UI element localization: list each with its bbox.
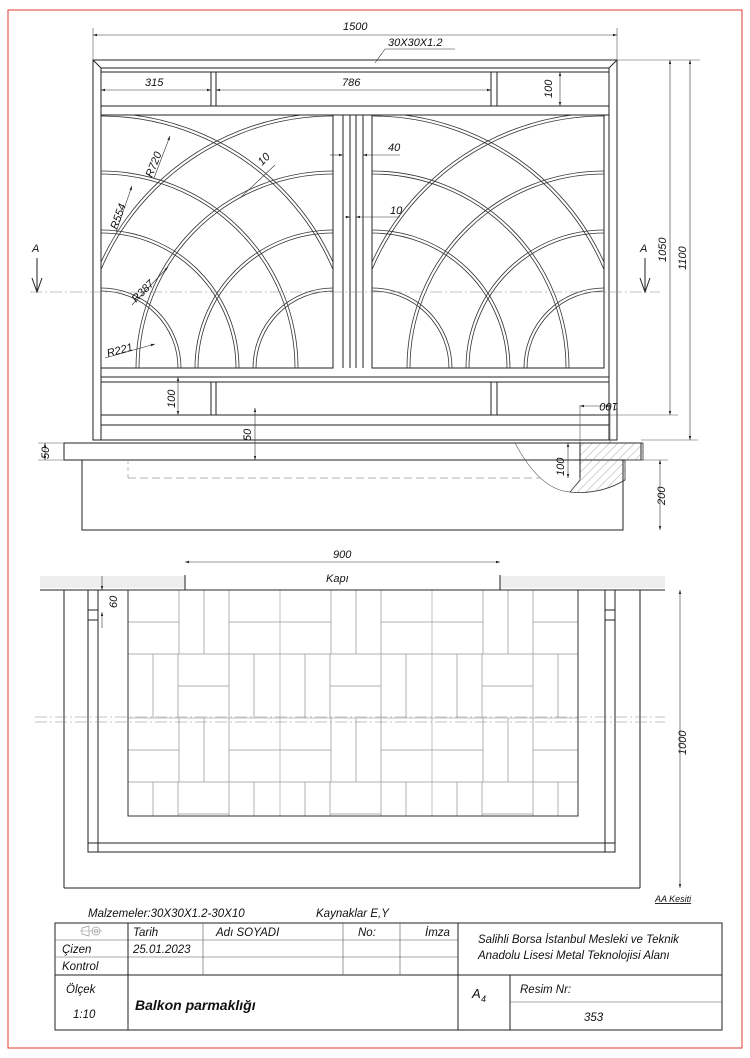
drawing-label: Çizen	[62, 944, 91, 956]
dim-middle-cell: 786	[342, 77, 361, 89]
drawing-label: Adı SOYADI	[215, 927, 280, 939]
projection-symbol-icon	[80, 925, 102, 937]
drawing-label: Anadolu Lisesi Metal Teknolojisi Alanı	[477, 950, 670, 962]
drawing-label: A	[471, 986, 481, 1001]
drawing-label: İmza	[425, 927, 450, 939]
dim-base-200: 200	[656, 486, 668, 506]
profile-label: 30X30X1.2	[388, 37, 442, 49]
drawing-title: Balkon parmaklığı	[135, 997, 256, 1013]
page-border	[7, 9, 743, 1049]
drawing-label: A	[639, 243, 647, 255]
dim-overall-width: 1500	[343, 21, 368, 33]
drawing-label: Tarih	[133, 927, 158, 939]
dim-door-width: 900	[333, 549, 352, 561]
drawing-label: Salihli Borsa İstanbul Mesleki ve Teknik	[478, 934, 680, 946]
dim-gap-50: 50	[242, 428, 254, 441]
materials-note: Malzemeler:30X30X1.2-30X10	[88, 908, 245, 920]
front-view: 100 100 200 A A 1500 30X30X1.2 315 786 1…	[30, 21, 700, 531]
title-block: Malzemeler:30X30X1.2-30X10 Kaynaklar E,Y…	[54, 908, 723, 1031]
drawing-label: 4	[481, 994, 486, 1004]
drawing-number: 353	[584, 1012, 604, 1024]
dim-post-gap: 10	[390, 205, 403, 217]
door-label: Kapı	[326, 573, 349, 585]
drawing-label: Ölçek	[66, 984, 97, 996]
dim-bottom-rail: 100	[166, 389, 178, 408]
drawing-label: A	[31, 243, 39, 255]
drawing-label: No:	[358, 927, 376, 939]
dim-height-1100: 1100	[677, 245, 689, 270]
dim-anchor-100-h: 100	[599, 400, 618, 412]
dim-top-rail: 100	[543, 79, 555, 98]
dim-r221: R221	[106, 342, 135, 360]
drawing-label: Kontrol	[62, 961, 99, 973]
dim-r387: R387	[130, 277, 158, 305]
drawing-label: 25.01.2023	[132, 944, 191, 956]
dim-depth-1000: 1000	[677, 730, 689, 755]
drawing-label: 1:10	[73, 1009, 96, 1021]
dim-height-1050: 1050	[657, 237, 669, 262]
dim-offset-60: 60	[108, 595, 120, 608]
section-label: AA Kesiti	[654, 894, 692, 904]
section-mark-right: A	[639, 243, 651, 294]
dim-r720: R720	[144, 149, 165, 179]
plan-view: 900 Kapı 60 1000 AA Kesiti	[35, 549, 692, 904]
dim-left-cell: 315	[145, 77, 164, 89]
dim-r554: R554	[109, 202, 129, 231]
welds-note: Kaynaklar E,Y	[316, 908, 390, 920]
section-mark-left: A	[31, 243, 43, 294]
dim-anchor-100-v: 100	[555, 457, 567, 476]
dim-slab-50: 50	[40, 446, 52, 459]
dim-post-width: 40	[388, 142, 401, 154]
drawing-label: Resim Nr:	[520, 984, 571, 996]
dim-bar-thickness: 10	[256, 150, 274, 168]
